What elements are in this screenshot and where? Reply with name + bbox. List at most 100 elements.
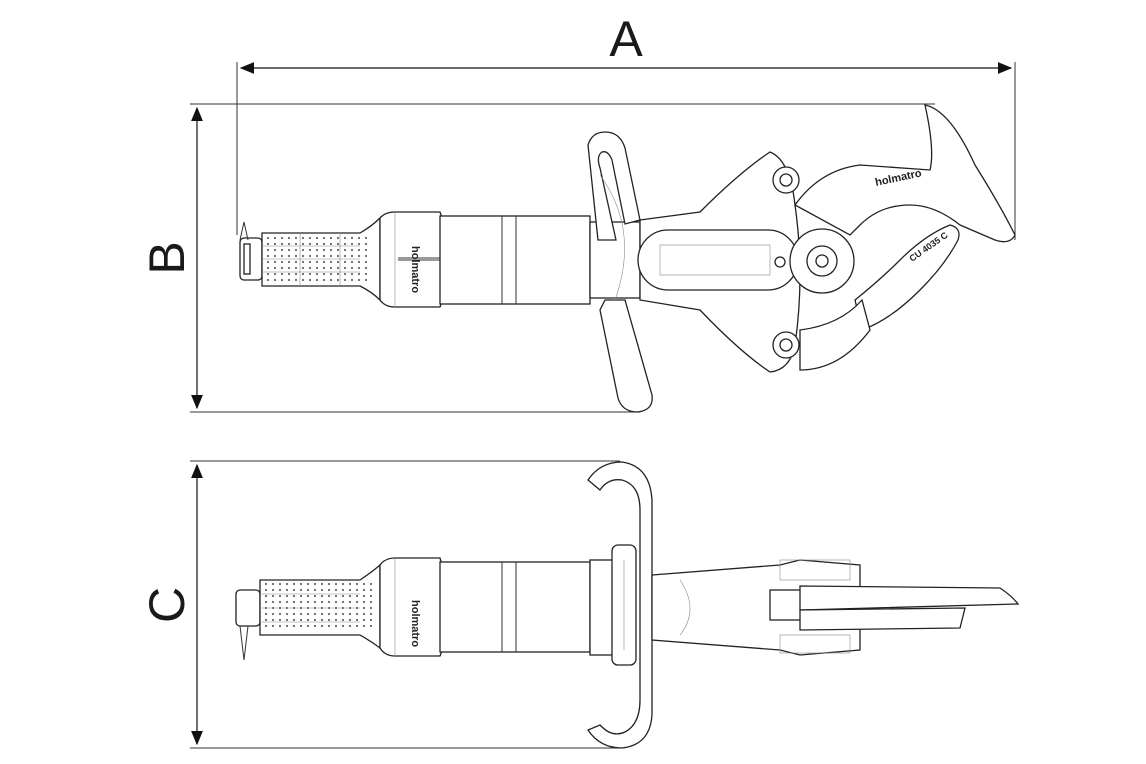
tool-side-view: holmatro <box>239 104 1016 413</box>
grip-dot <box>369 606 373 610</box>
grip-dot <box>357 272 361 276</box>
upper-blade: holmatro <box>794 104 1016 243</box>
grip-dot <box>313 588 317 592</box>
dimension-b-label: B <box>139 241 195 274</box>
grip-dot <box>313 618 317 622</box>
grip-dot <box>280 236 284 240</box>
grip-dot <box>369 618 373 622</box>
grip-dot <box>299 582 303 586</box>
hose-coupler-top <box>235 589 261 661</box>
grip-dot <box>266 272 270 276</box>
grip-dot <box>299 618 303 622</box>
grip-dot <box>301 272 305 276</box>
grip-dot <box>348 606 352 610</box>
grip-dot <box>273 236 277 240</box>
grip-dot <box>285 594 289 598</box>
grip-dot <box>287 272 291 276</box>
grip-dot <box>341 606 345 610</box>
grip-dot <box>301 236 305 240</box>
grip-dot <box>264 600 268 604</box>
grip-dot <box>266 278 270 282</box>
grip-dot <box>278 618 282 622</box>
grip-dot <box>355 612 359 616</box>
lower-blade: CU 4035 C <box>799 224 960 371</box>
grip-dot <box>278 624 282 628</box>
grip-dot <box>329 260 333 264</box>
grip-dot <box>334 618 338 622</box>
grip-dot <box>299 612 303 616</box>
grip-dot <box>327 612 331 616</box>
grip-dot <box>285 588 289 592</box>
grip-dot <box>355 588 359 592</box>
grip-dot <box>362 600 366 604</box>
carry-handle-top <box>587 461 653 749</box>
grip-dots <box>266 236 368 282</box>
grip-dot <box>299 600 303 604</box>
grip-dot <box>315 236 319 240</box>
grip-dot <box>266 248 270 252</box>
grip-dot <box>327 606 331 610</box>
grip-dot <box>306 600 310 604</box>
grip-dot <box>271 582 275 586</box>
grip-dot <box>280 248 284 252</box>
grip-dot <box>299 606 303 610</box>
grip-dot <box>273 248 277 252</box>
grip-dot <box>292 582 296 586</box>
grip-dot <box>320 582 324 586</box>
carry-handle <box>587 131 653 413</box>
grip-dot <box>294 236 298 240</box>
grip-dot <box>264 624 268 628</box>
grip-dot <box>308 260 312 264</box>
grip-handle <box>261 216 381 302</box>
grip-dot <box>322 236 326 240</box>
grip-dot <box>357 260 361 264</box>
grip-dot <box>273 242 277 246</box>
grip-dot <box>280 266 284 270</box>
grip-dot <box>362 594 366 598</box>
grip-dot <box>348 588 352 592</box>
dimension-a-label: A <box>609 11 643 67</box>
grip-dot <box>343 260 347 264</box>
grip-dot <box>329 272 333 276</box>
grip-dot <box>369 582 373 586</box>
grip-dot <box>362 582 366 586</box>
grip-dot <box>327 624 331 628</box>
grip-dot <box>306 618 310 622</box>
grip-dot <box>350 242 354 246</box>
grip-dot <box>292 600 296 604</box>
grip-dot <box>308 236 312 240</box>
grip-dot <box>292 594 296 598</box>
grip-dot <box>357 254 361 258</box>
grip-dot <box>362 588 366 592</box>
grip-dot <box>285 612 289 616</box>
grip-dot <box>343 236 347 240</box>
grip-dot <box>364 236 368 240</box>
grip-dot <box>355 606 359 610</box>
grip-dot <box>287 266 291 270</box>
grip-dot <box>355 624 359 628</box>
grip-dot <box>266 236 270 240</box>
grip-dot <box>294 260 298 264</box>
grip-dot <box>350 248 354 252</box>
grip-dot <box>287 242 291 246</box>
grip-dot <box>308 248 312 252</box>
grip-dot <box>299 588 303 592</box>
dimension-c: C <box>139 460 620 749</box>
grip-dot <box>308 278 312 282</box>
grip-dot <box>320 606 324 610</box>
grip-dot <box>315 254 319 258</box>
grip-dot <box>294 248 298 252</box>
grip-dot <box>313 612 317 616</box>
grip-dot <box>287 248 291 252</box>
grip-dot <box>336 272 340 276</box>
grip-dot <box>320 588 324 592</box>
grip-dot <box>350 254 354 258</box>
grip-dot <box>322 248 326 252</box>
brand-label-side: holmatro <box>409 246 421 293</box>
grip-dot <box>280 260 284 264</box>
grip-dot <box>341 600 345 604</box>
grip-dot <box>327 618 331 622</box>
grip-dot <box>278 594 282 598</box>
grip-dot <box>313 624 317 628</box>
grip-dot <box>348 600 352 604</box>
